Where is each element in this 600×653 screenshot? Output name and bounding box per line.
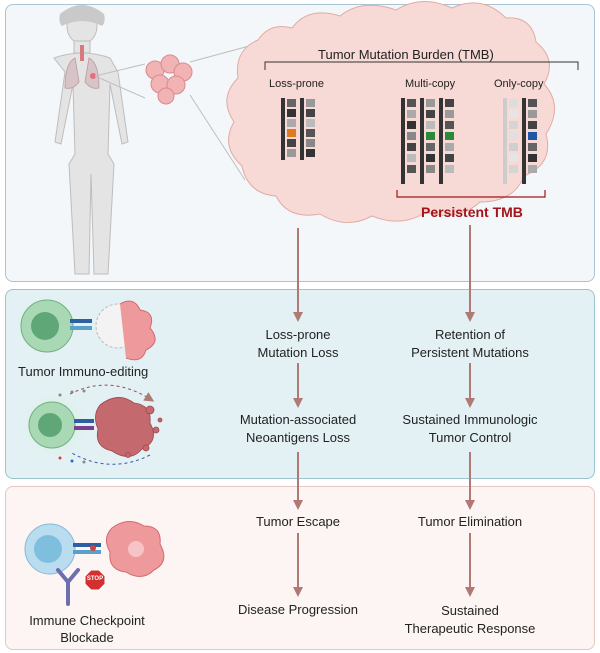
tmb-title: Tumor Mutation Burden (TMB) (318, 47, 494, 62)
tumor-cell-icon (106, 521, 165, 577)
tumor-control-line2: Tumor Control (428, 430, 512, 445)
tumor-cluster-icon (145, 54, 193, 105)
loss-prone-mutation-loss-line2: Mutation Loss (257, 345, 339, 360)
t-cell-icon (20, 299, 74, 353)
checkpoint-blockade-panel (5, 486, 595, 650)
loss-prone-label: Loss-prone (269, 78, 325, 90)
only-copy-label: Only-copy (494, 78, 544, 90)
persistent-tmb-label: Persistent TMB (421, 204, 523, 220)
tumor-control-line1: Sustained Immunologic (402, 412, 538, 427)
checkpoint-label-line1: Immune Checkpoint (29, 613, 145, 628)
tumor-cell-faded-icon (95, 300, 156, 361)
loss-prone-mutation-loss-line1: Loss-prone (265, 327, 331, 342)
tmb-bracket (264, 61, 579, 70)
tumor-elimination-label: Tumor Elimination (417, 514, 523, 529)
t-cell-blue-icon (24, 523, 76, 575)
persistent-bracket (396, 190, 546, 198)
retention-line1: Retention of (434, 327, 506, 342)
flow-arrows (293, 225, 475, 597)
human-body-figure (53, 5, 129, 275)
multi-copy-chromosomes (401, 98, 454, 184)
immuno-editing-label: Tumor Immuno-editing (18, 364, 149, 379)
tumor-lysis-icon (95, 397, 163, 458)
retention-line2: Persistent Mutations (411, 345, 529, 360)
neoantigen-loss-line1: Mutation-associated (239, 412, 357, 427)
checkpoint-label-line2: Blockade (60, 630, 114, 645)
stop-sign-text: STOP (86, 576, 104, 582)
disease-progression-label: Disease Progression (238, 602, 358, 617)
tcr-receptor-icon (70, 319, 92, 330)
antibody-icon (56, 568, 80, 606)
tcr-binding-icon (74, 419, 94, 430)
tumor-escape-label: Tumor Escape (255, 514, 341, 529)
sustained-response-line2: Therapeutic Response (404, 621, 536, 636)
neoantigen-loss-line2: Neoantigens Loss (245, 430, 351, 445)
multi-copy-label: Multi-copy (405, 78, 456, 90)
lungs-icon (64, 45, 100, 89)
only-copy-chromosomes (503, 98, 537, 184)
sustained-response-line1: Sustained (441, 603, 499, 618)
checkpoint-receptor-icon (73, 543, 101, 554)
t-cell-active-icon (28, 401, 76, 449)
cytokine-dots-icon (58, 389, 86, 464)
loss-prone-chromosomes (281, 98, 315, 160)
stop-sign-icon (84, 569, 106, 591)
